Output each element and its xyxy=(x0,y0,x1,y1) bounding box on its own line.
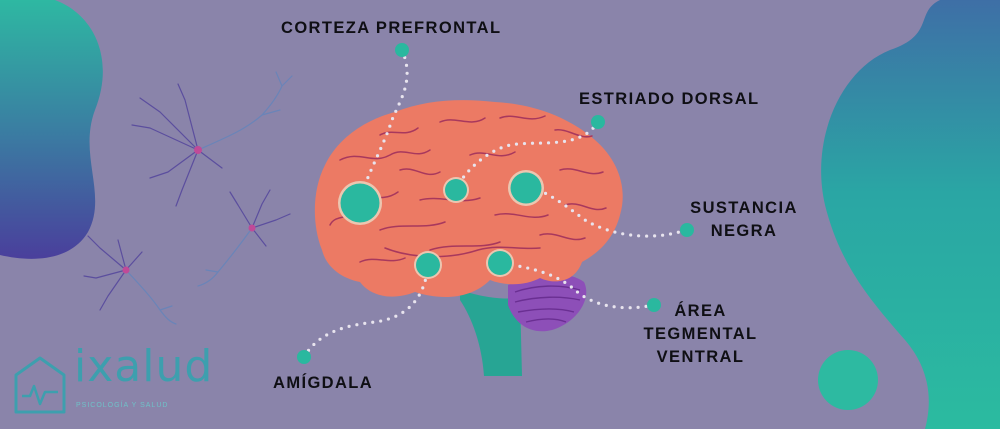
connector-striatum xyxy=(454,120,600,190)
brain xyxy=(314,100,623,297)
label-sustancia-line2: NEGRA xyxy=(710,222,778,240)
brainstem xyxy=(460,290,522,376)
neuron-illustrations xyxy=(83,71,293,325)
label-sustancia-line1: SUSTANCIA xyxy=(690,199,798,217)
logo-tagline: PSICOLOGÍA Y SALUD xyxy=(76,402,169,409)
region-nodes xyxy=(297,43,694,364)
neuron-bottom xyxy=(83,235,177,325)
label-vta-line2: TEGMENTAL xyxy=(643,325,758,343)
right-blob xyxy=(821,0,1000,429)
label-vta-line3: VENTRAL xyxy=(656,348,745,366)
label-corteza-prefrontal: CORTEZA PREFRONTAL xyxy=(281,19,502,37)
label-sustancia-negra: SUSTANCIA NEGRA xyxy=(684,197,804,243)
brain-folds xyxy=(329,115,607,263)
logo-wordmark: ixalud xyxy=(74,341,214,392)
neuron-top xyxy=(131,71,293,207)
left-blob xyxy=(0,0,103,259)
endpoint-amygdala xyxy=(297,350,311,364)
connector-prefrontal xyxy=(358,48,409,202)
neuron-middle xyxy=(197,189,291,287)
connector-substantia xyxy=(524,184,688,238)
label-estriado-dorsal: ESTRIADO DORSAL xyxy=(579,90,760,108)
connector-vta xyxy=(498,261,656,310)
endpoint-prefrontal xyxy=(395,43,409,57)
dotted-connectors xyxy=(302,48,688,359)
logo-house-icon xyxy=(14,356,66,414)
endpoint-substantia xyxy=(680,223,694,237)
endpoint-vta xyxy=(647,298,661,312)
cerebellum-folds xyxy=(514,285,581,323)
right-circle xyxy=(818,350,878,410)
label-amigdala: AMÍGDALA xyxy=(273,374,374,392)
label-vta-line1: ÁREA xyxy=(674,302,727,320)
label-area-tegmental-ventral: ÁREA TEGMENTAL VENTRAL xyxy=(638,300,763,369)
endpoint-striatum xyxy=(591,115,605,129)
